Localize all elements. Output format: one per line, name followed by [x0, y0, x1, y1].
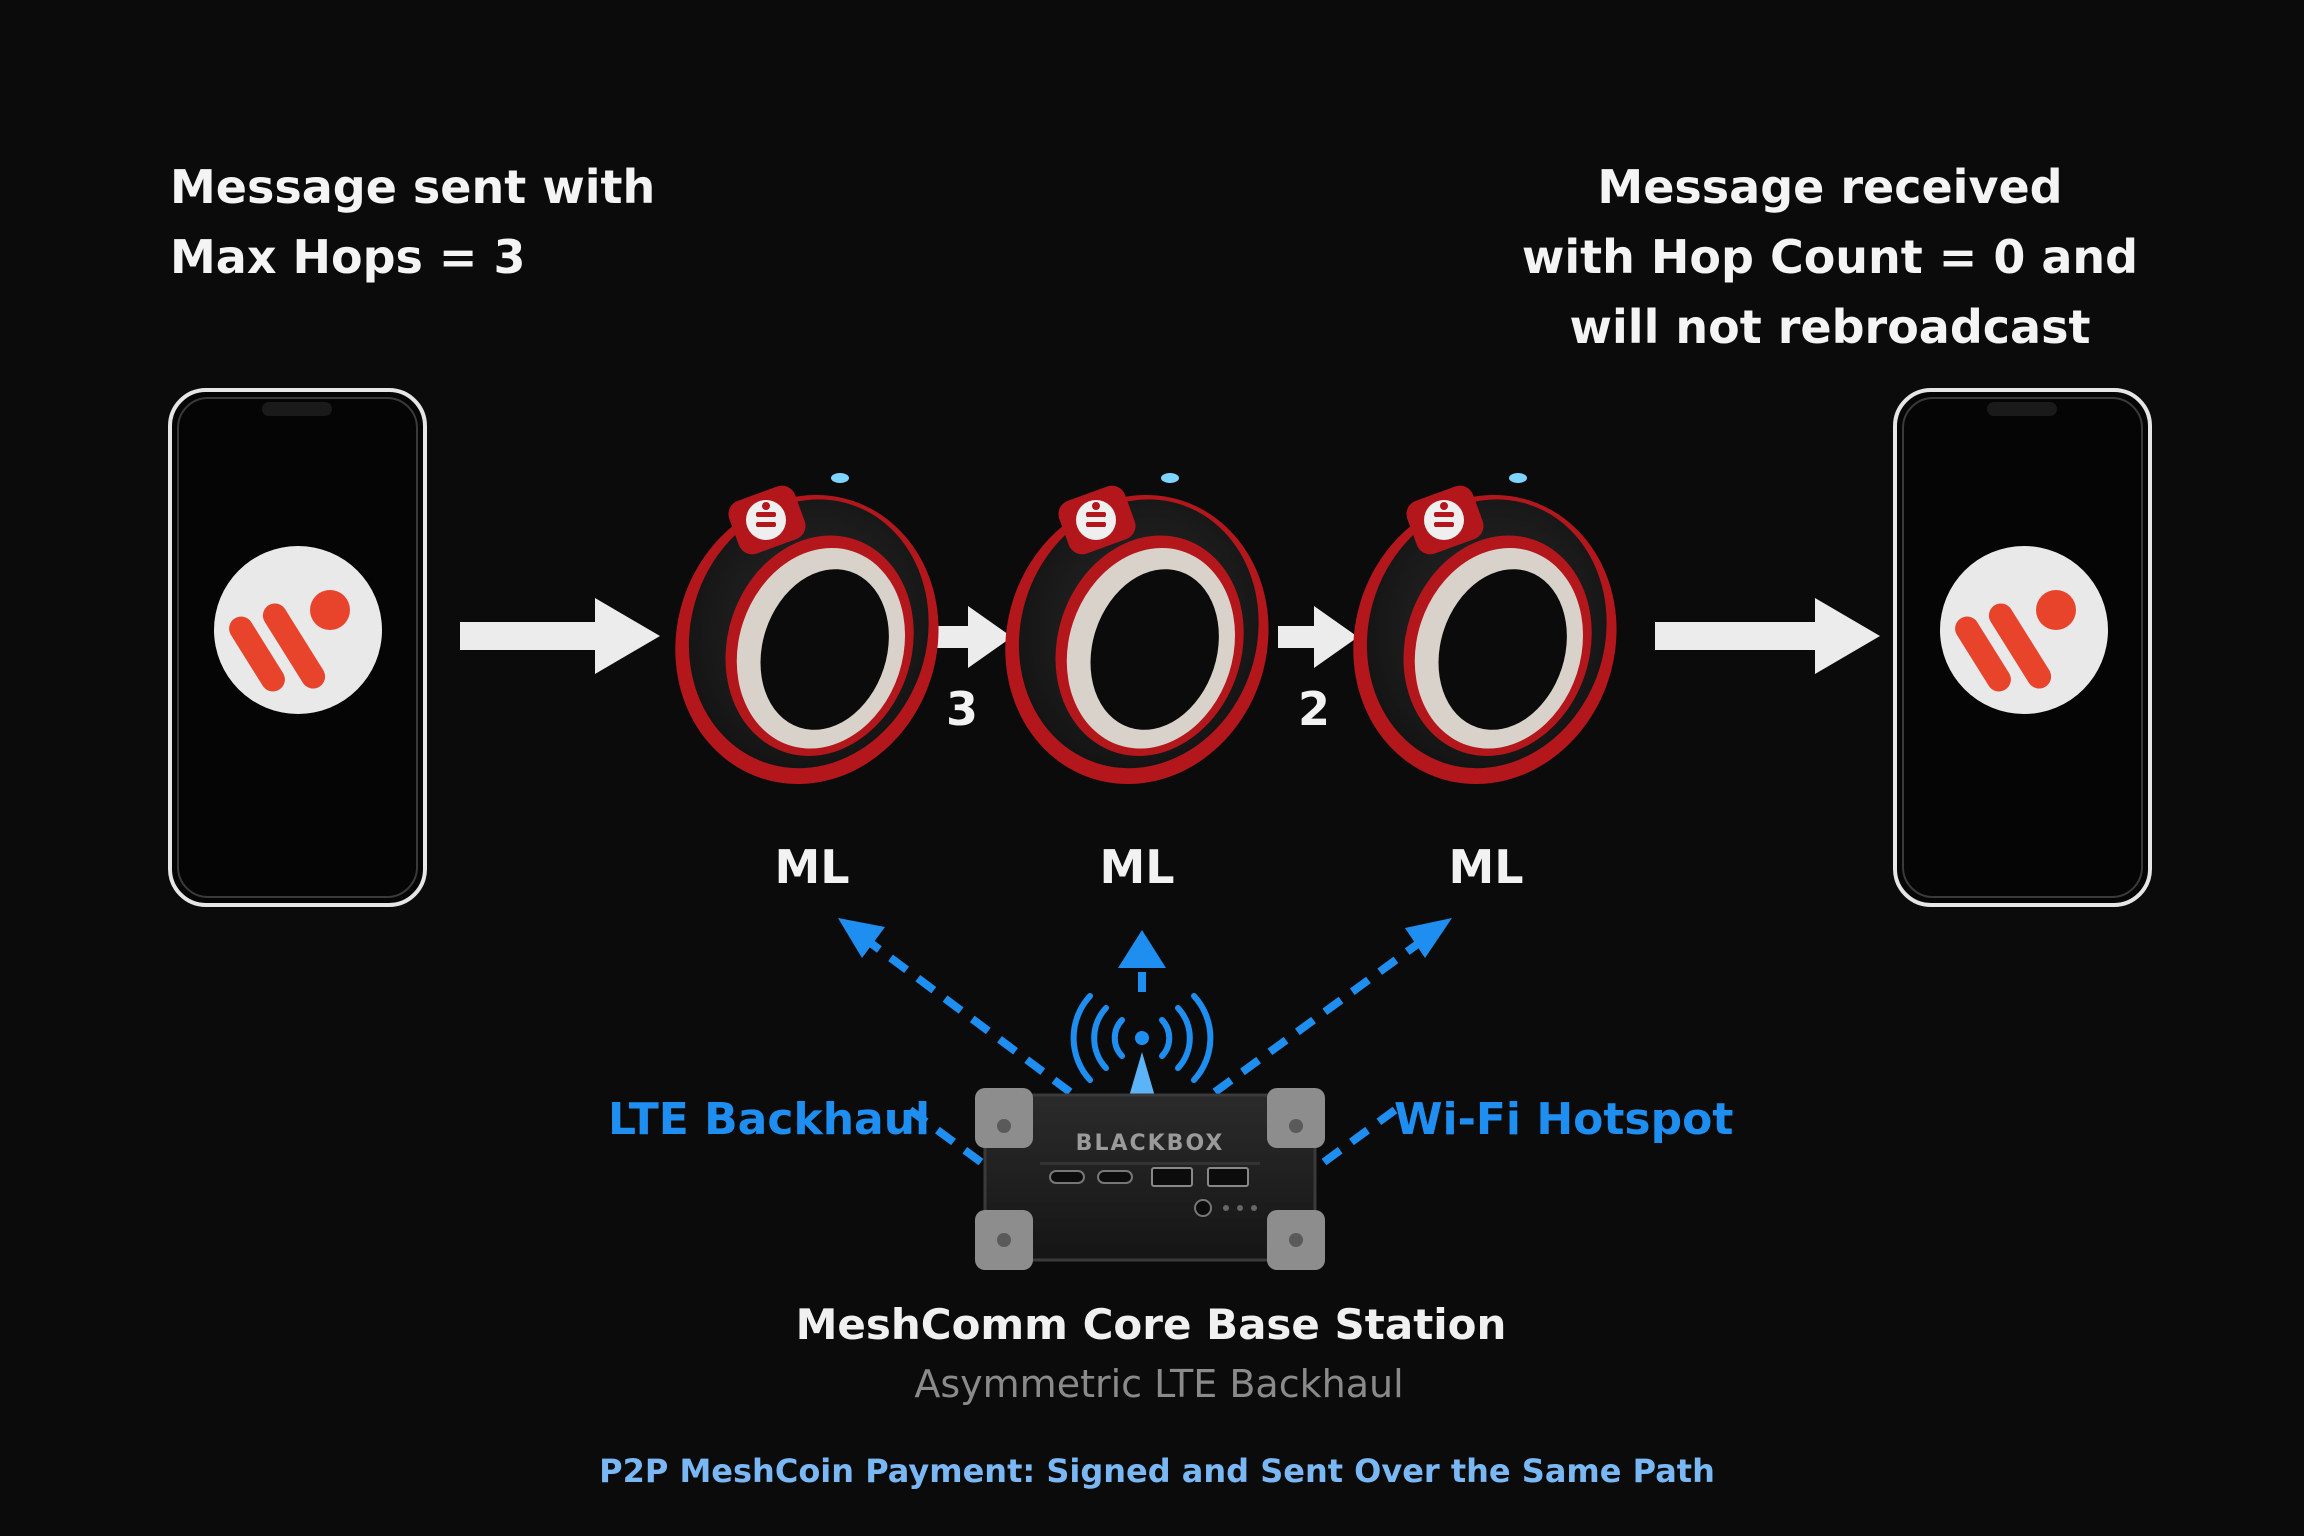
base-station-icon: BLACKBOX	[975, 1088, 1325, 1270]
arrow-right-icon	[1278, 606, 1358, 668]
sender-phone	[168, 388, 427, 907]
node-label-2: ML	[1099, 840, 1175, 894]
sender-caption-line1: Message sent with	[170, 160, 656, 214]
app-logo-icon	[1940, 546, 2108, 714]
lte-backhaul-label: LTE Backhaul	[608, 1094, 931, 1145]
flow-arrows	[460, 598, 1880, 674]
receiver-phone	[1893, 388, 2152, 907]
arrow-right-icon	[460, 598, 660, 674]
signal-icon	[1070, 993, 1214, 1100]
sender-caption: Message sent with Max Hops = 3	[170, 152, 655, 292]
node-label-3: ML	[1448, 840, 1524, 894]
footer-note: P2P MeshCoin Payment: Signed and Sent Ov…	[599, 1452, 1715, 1490]
receiver-caption-line3: will not rebroadcast	[1569, 300, 2091, 354]
ring-icon	[1353, 473, 1617, 785]
arrow-right-icon	[1655, 598, 1880, 674]
hop-count-1: 3	[945, 682, 978, 736]
sender-caption-line2: Max Hops = 3	[170, 230, 526, 284]
wifi-hotspot-label: Wi-Fi Hotspot	[1394, 1094, 1734, 1145]
device-label: BLACKBOX	[1076, 1131, 1225, 1156]
arrow-right-icon	[932, 606, 1012, 668]
ring-icon	[1005, 473, 1269, 785]
receiver-caption: Message received with Hop Count = 0 and …	[1470, 152, 2190, 362]
station-subtitle: Asymmetric LTE Backhaul	[914, 1362, 1404, 1406]
hop-count-2: 2	[1297, 682, 1330, 736]
ring-icon	[675, 473, 939, 785]
node-label-1: ML	[774, 840, 850, 894]
wireless-links	[857, 931, 1433, 1169]
station-title: MeshComm Core Base Station	[795, 1300, 1507, 1349]
app-logo-icon	[214, 546, 382, 714]
receiver-caption-line2: with Hop Count = 0 and	[1521, 230, 2139, 284]
receiver-caption-line1: Message received	[1597, 160, 2063, 214]
